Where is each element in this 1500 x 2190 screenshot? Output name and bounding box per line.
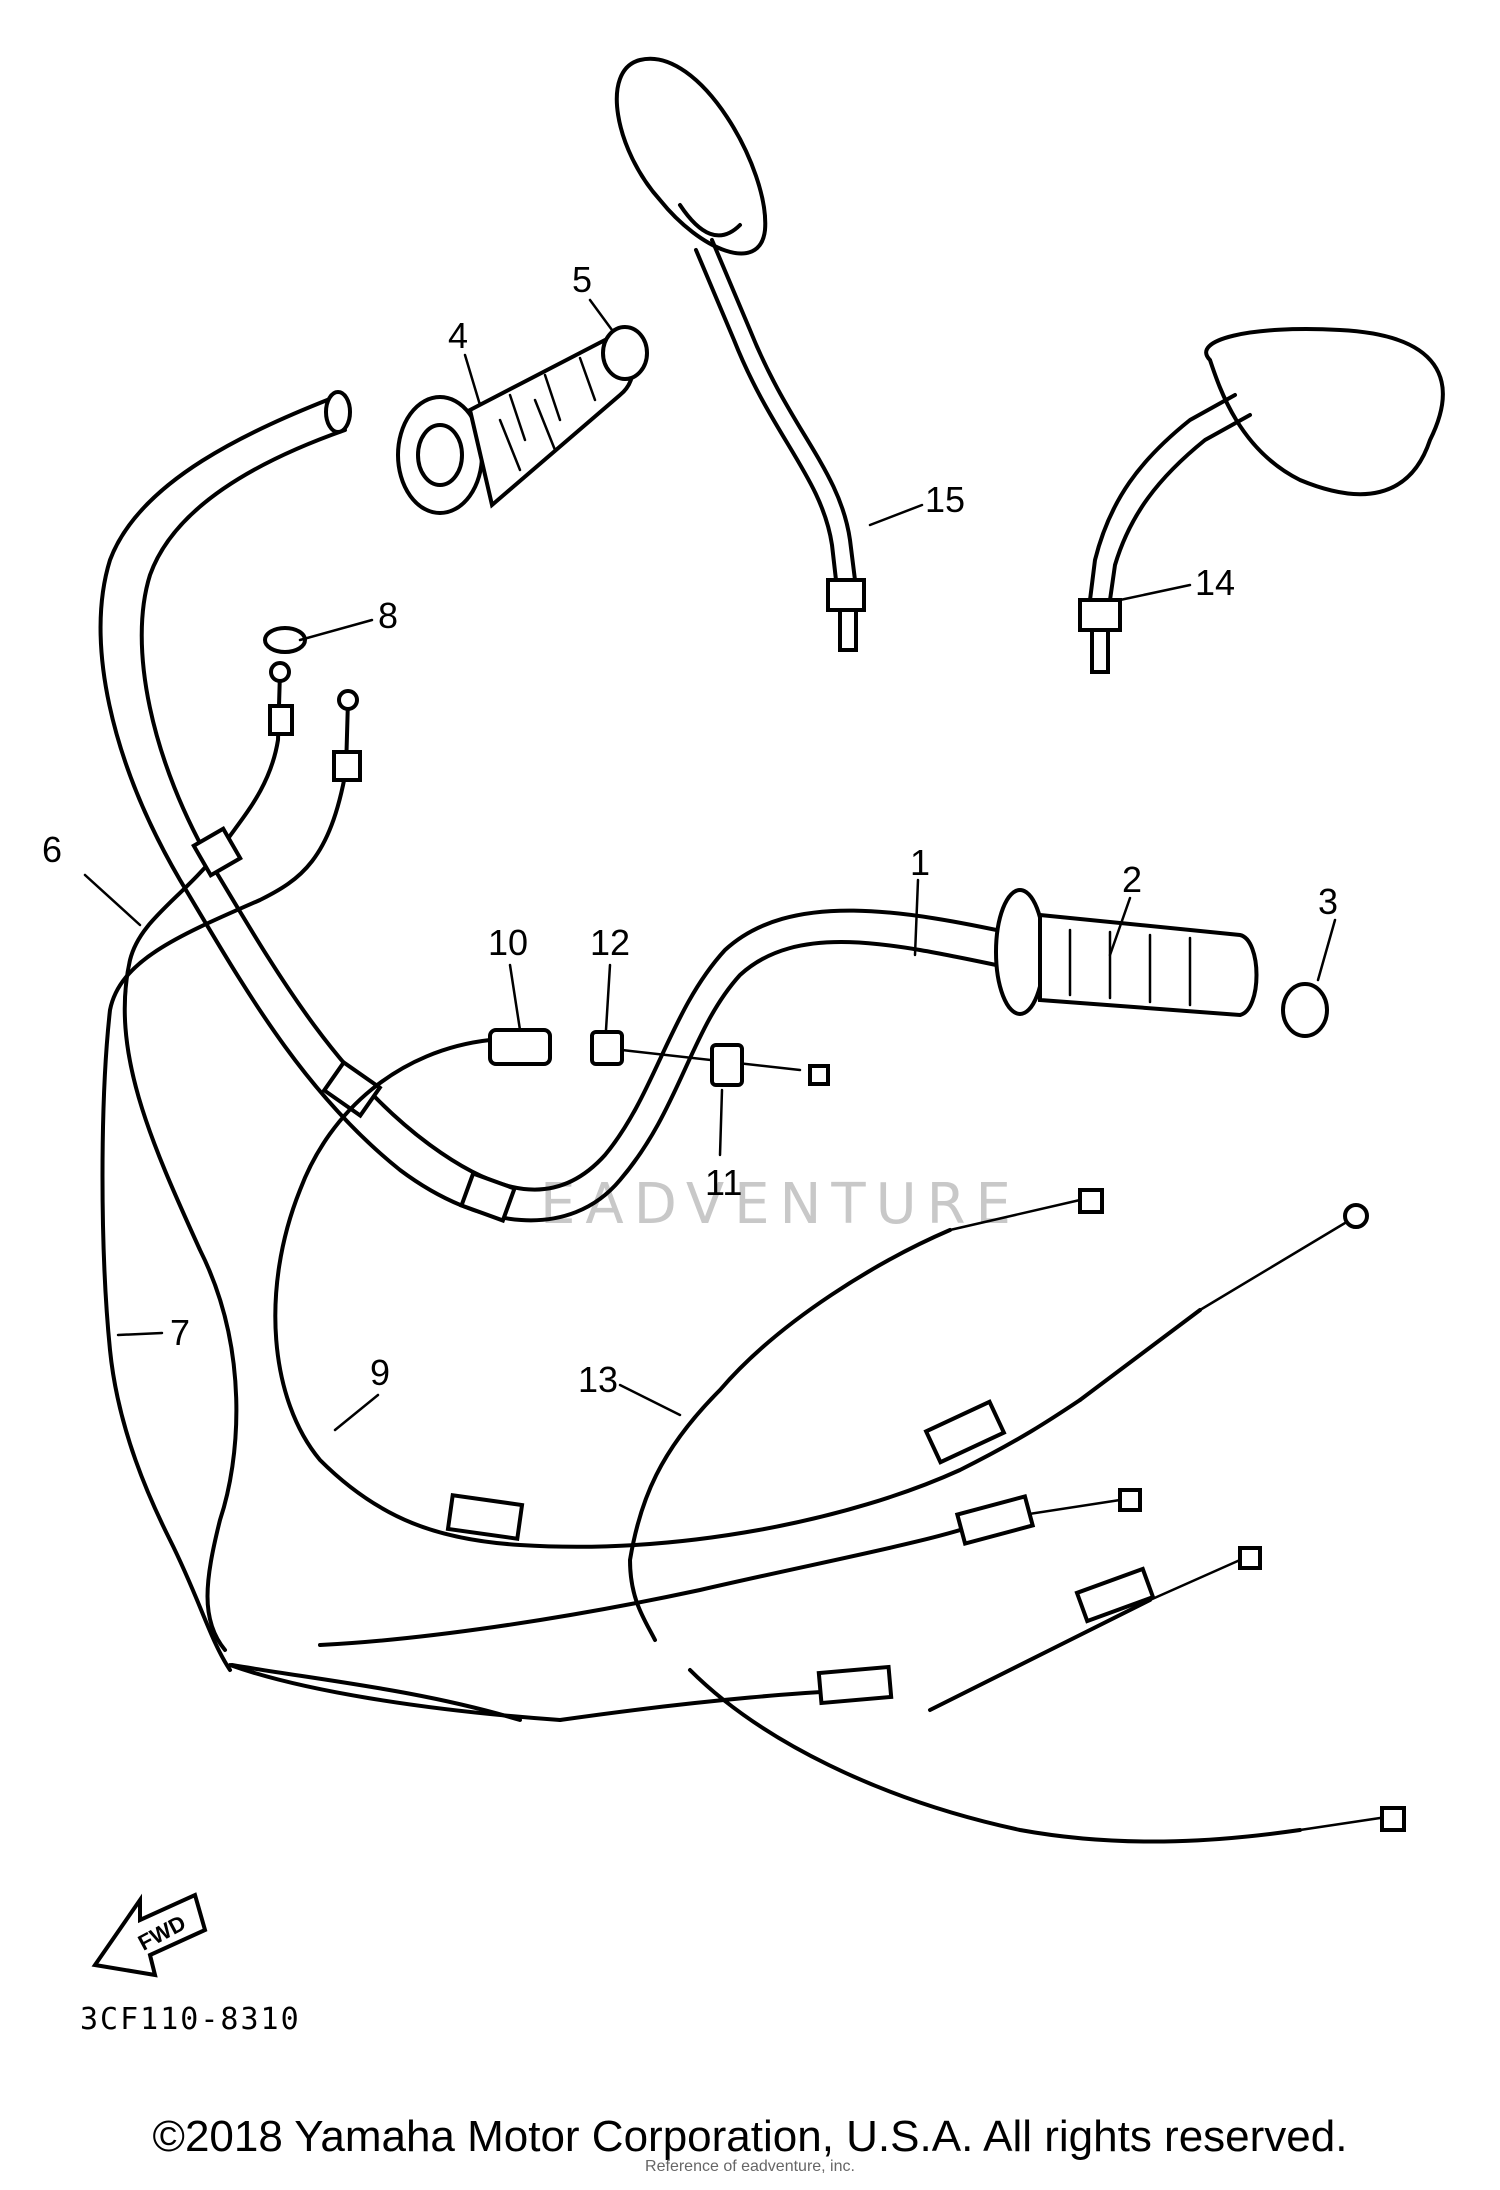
part-14-right-mirror[interactable]	[1078, 327, 1445, 674]
callout-15: 15	[925, 479, 965, 520]
part-3-grip-end[interactable]	[1281, 982, 1329, 1038]
copyright-notice: ©2018 Yamaha Motor Corporation, U.S.A. A…	[152, 2112, 1348, 2161]
callout-2: 2	[1122, 859, 1142, 900]
part-10-adjuster[interactable]	[488, 1028, 552, 1066]
callout-4: 4	[448, 315, 468, 356]
lower-cables[interactable]	[228, 1488, 1406, 1844]
credit-line: Reference of eadventure, inc.	[645, 2158, 855, 2175]
part-11-nut[interactable]	[710, 1043, 744, 1087]
callout-11: 11	[705, 1162, 742, 1203]
part-5-grip-end[interactable]	[601, 325, 649, 381]
callout-8: 8	[378, 595, 398, 636]
part-4-throttle-grip[interactable]	[396, 337, 635, 515]
fwd-arrow-icon: FWD	[91, 1892, 208, 1978]
callout-5: 5	[572, 259, 592, 300]
callout-12: 12	[590, 922, 630, 963]
part-7-cable[interactable]	[100, 689, 522, 1722]
part-15-left-mirror[interactable]	[614, 56, 866, 652]
part-13-cable[interactable]	[558, 1188, 1104, 1722]
callout-7: 7	[170, 1312, 190, 1353]
callout-9: 9	[370, 1352, 390, 1393]
leader-lines	[83, 298, 1337, 1432]
part-8-clamp[interactable]	[263, 626, 307, 654]
part-1-handlebar[interactable]	[98, 390, 1022, 1224]
callout-1: 1	[910, 842, 930, 883]
callout-3: 3	[1318, 881, 1338, 922]
callout-6: 6	[42, 829, 62, 870]
part-9-cable[interactable]	[273, 1038, 1369, 1549]
callout-14: 14	[1195, 562, 1235, 603]
callout-13: 13	[578, 1359, 618, 1400]
part-2-right-grip[interactable]	[994, 888, 1259, 1018]
part-6-cable[interactable]	[122, 661, 294, 1652]
callout-10: 10	[488, 922, 528, 963]
reference-code: 3CF110-8310	[80, 2002, 301, 2037]
